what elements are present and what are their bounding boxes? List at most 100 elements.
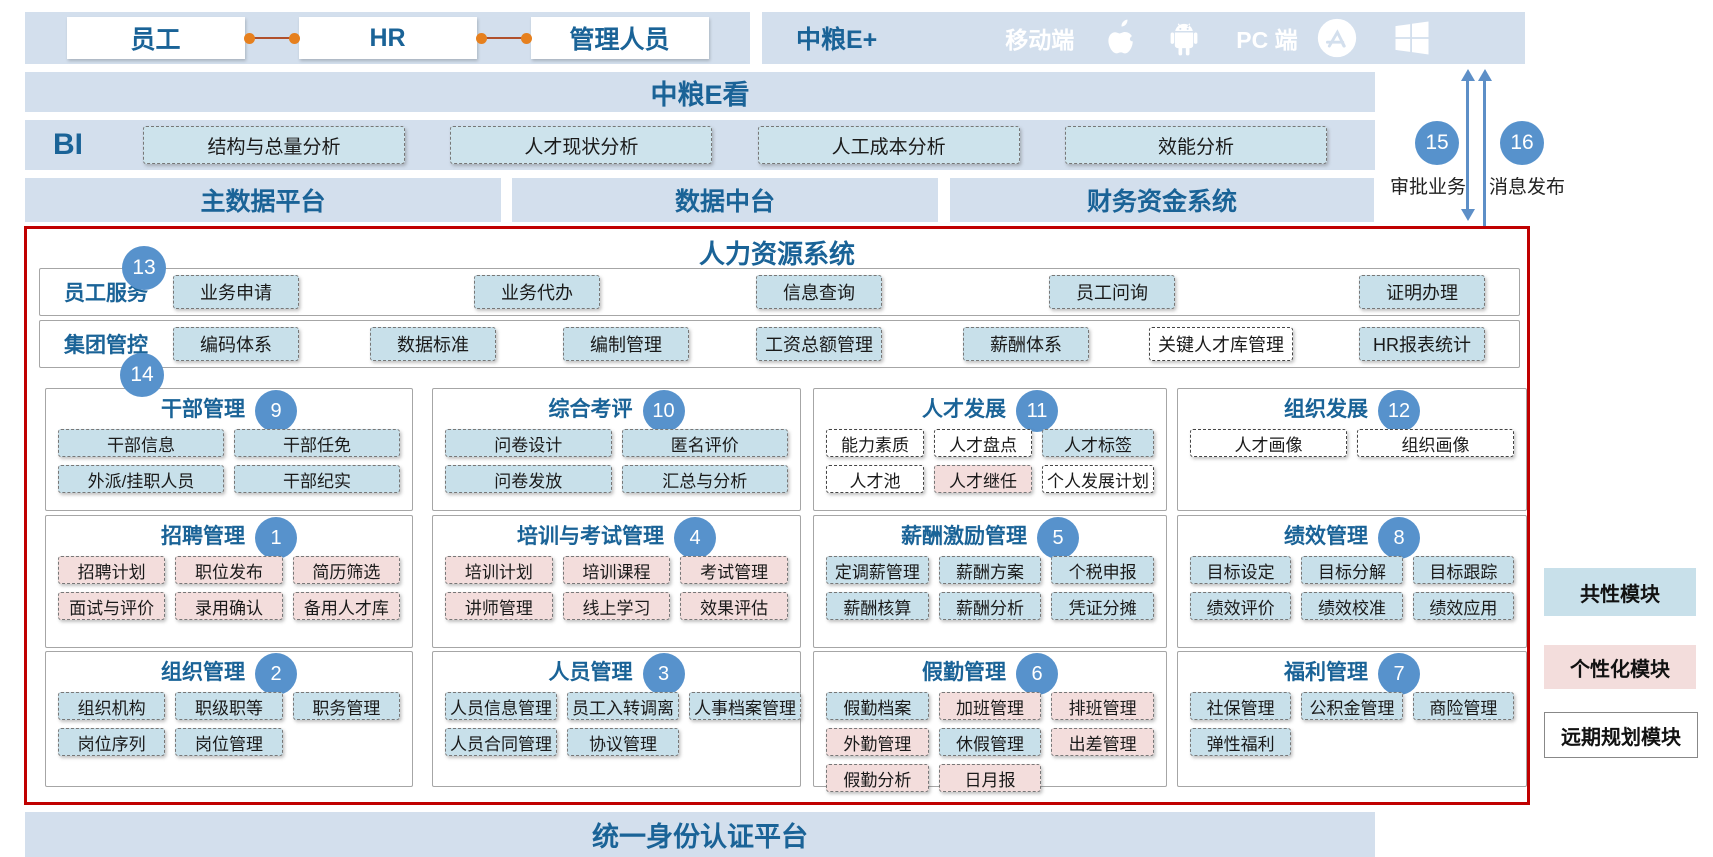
module-chip: 岗位管理 [175,728,283,756]
service-chip: 业务代办 [474,275,600,309]
module-chip: 绩效评价 [1190,592,1292,620]
module-badge: 8 [1378,517,1420,559]
legend-common: 共性模块 [1544,568,1696,616]
module-chip-grid: 定调薪管理薪酬方案个税申报薪酬核算薪酬分析凭证分摊 [814,554,1166,620]
module-chip: 职务管理 [292,692,400,720]
integration-flows: 15 16 审批业务 消息发布 [1385,69,1595,240]
module-chip: 职位发布 [175,556,283,584]
bi-analysis-chips: 结构与总量分析人才现状分析人工成本分析效能分析 [115,126,1375,164]
module-chip: 线上学习 [562,592,671,620]
module-badge: 11 [1016,390,1058,432]
module-chip: 组织机构 [58,692,166,720]
module-chip-grid: 人才画像组织画像 [1178,427,1526,457]
module-chip: 招聘计划 [58,556,166,584]
module-chip: 目标分解 [1301,556,1403,584]
module-chip: 外派/挂职人员 [58,465,224,493]
module-chip-grid: 假勤档案加班管理排班管理外勤管理休假管理出差管理假勤分析日月报 [814,690,1166,792]
service-row-badge: 14 [120,353,164,397]
module-chip: 录用确认 [175,592,283,620]
module-chip: 出差管理 [1051,728,1154,756]
module-chip: 干部任免 [234,429,400,457]
service-chip: 员工问询 [1049,275,1175,309]
module-badge: 12 [1378,390,1420,432]
module-badge: 1 [255,517,297,559]
module-chip: 干部信息 [58,429,224,457]
bi-analysis-chip: 结构与总量分析 [143,126,405,164]
module-badge: 2 [255,653,297,695]
module-chip-grid: 组织机构职级职等职务管理岗位序列岗位管理 [46,690,412,756]
legend-personalized: 个性化模块 [1544,645,1696,689]
service-row-label: 员工服务 [64,282,148,305]
module-chip: 绩效校准 [1301,592,1403,620]
module-chip: 员工入转调离 [567,692,679,720]
service-chip: 工资总额管理 [756,327,882,361]
module-chip: 假勤档案 [826,692,929,720]
module-chip: 绩效应用 [1412,592,1514,620]
module-title: 干部管理 [161,398,245,421]
module-chip: 公积金管理 [1301,692,1403,720]
module-chip: 组织画像 [1357,429,1514,457]
service-row: 员工服务 业务申请 业务代办 信息查询 员工问询 证明办理 [39,268,1520,316]
service-chip: 证明办理 [1359,275,1485,309]
message-flow-arrow [1477,69,1492,232]
role-chip: 员工 [66,17,245,59]
service-chip: HR报表统计 [1359,327,1485,361]
windows-icon [1390,16,1434,60]
role-chip: 管理人员 [530,17,709,59]
role-connector-line [243,32,300,44]
module-chip: 个人发展计划 [1042,465,1154,493]
module-title: 综合考评 [548,398,633,421]
module-chip: 薪酬分析 [938,592,1042,620]
module-badge: 3 [642,653,685,695]
bi-analysis-chip: 效能分析 [1064,126,1327,164]
cofco-eplus-label: 中粮E+ [796,26,878,54]
module-chip: 休假管理 [938,728,1042,756]
module-title: 福利管理 [1284,661,1368,684]
bi-bar: BI 结构与总量分析人才现状分析人工成本分析效能分析 [25,120,1375,170]
module-chip: 问卷发放 [445,465,612,493]
module-chip: 人才盘点 [934,429,1032,457]
service-chip: 信息查询 [756,275,882,309]
service-chip: 编码体系 [173,327,299,361]
identity-platform-title: 统一身份认证平台 [592,822,808,852]
module-chip: 职级职等 [175,692,283,720]
module-chip: 商险管理 [1412,692,1514,720]
ekan-bar: 中粮E看 [25,72,1375,112]
apple-icon [1100,17,1142,59]
module-title-row: 综合考评 10 [433,389,800,432]
module-chip: 问卷设计 [445,429,612,457]
module-chip-grid: 问卷设计匿名评价问卷发放汇总与分析 [433,427,800,493]
module-badge: 10 [642,390,685,432]
message-flow-label: 消息发布 [1489,177,1566,198]
module-chip-grid: 人员信息管理员工入转调离人事档案管理人员合同管理协议管理 [433,690,801,756]
module-chip: 薪酬方案 [938,556,1042,584]
service-chip: 薪酬体系 [963,327,1089,361]
service-chip: 关键人才库管理 [1149,327,1293,361]
approval-flow-arrow [1460,69,1475,221]
module-chip: 岗位序列 [58,728,166,756]
module-chip: 人才画像 [1190,429,1347,457]
platform-box: 主数据平台 [25,178,501,222]
module-chip: 面试与评价 [58,592,166,620]
module-chip: 弹性福利 [1190,728,1292,756]
module-chip: 日月报 [938,764,1042,792]
module-title: 薪酬激励管理 [901,525,1027,548]
mobile-channel-label: 移动端 [1005,27,1075,53]
module-chip-grid: 干部信息干部任免外派/挂职人员干部纪实 [46,427,412,493]
service-chip: 业务申请 [173,275,299,309]
module-chip: 人事档案管理 [689,692,801,720]
module-chip: 个税申报 [1051,556,1154,584]
legend-future: 远期规划模块 [1544,712,1698,758]
module-chip: 定调薪管理 [826,556,929,584]
